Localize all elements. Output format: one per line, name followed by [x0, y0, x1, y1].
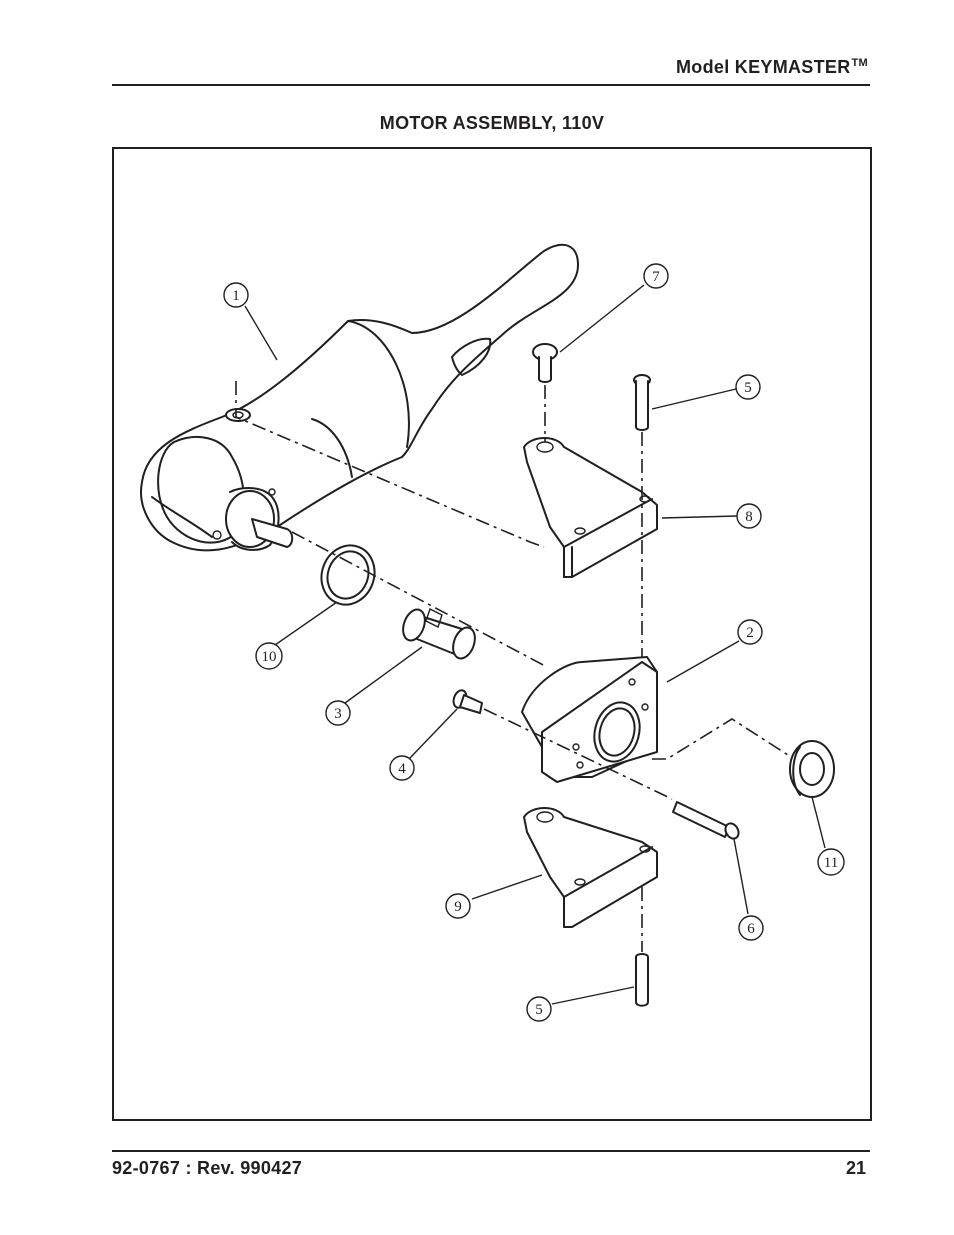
callout-3-label: 3: [334, 706, 342, 722]
screw-part-5-bottom: [635, 953, 649, 1007]
callout-2-label: 2: [746, 625, 754, 641]
callout-11: 11: [817, 848, 845, 876]
callout-8: 8: [736, 503, 762, 529]
callout-10: 10: [255, 642, 283, 670]
screw-part-6: [672, 801, 740, 840]
bearing-part-11: [789, 740, 835, 798]
screw-part-4: [452, 689, 483, 714]
callout-5-top: 5: [735, 374, 761, 400]
figure-title: MOTOR ASSEMBLY, 110V: [379, 113, 605, 133]
screw-part-5-top: [633, 374, 651, 431]
bracket-part-8: [523, 437, 658, 578]
callout-10-label: 10: [262, 649, 277, 665]
document-number: 92-0767 : Rev. 990427: [112, 1158, 303, 1178]
model-heading: Model KEYMASTERTM: [676, 57, 868, 78]
callout-4: 4: [389, 755, 415, 781]
callout-5-bottom-label: 5: [535, 1002, 543, 1018]
callout-11-label: 11: [824, 855, 838, 871]
callout-4-label: 4: [398, 761, 406, 777]
assembly-centerlines: [235, 381, 789, 952]
screw-part-7: [532, 343, 558, 383]
callout-7: 7: [643, 263, 669, 289]
figure-frame: [112, 147, 872, 1121]
header-rule: [112, 84, 870, 86]
callout-1: 1: [223, 282, 249, 308]
callout-6: 6: [738, 915, 764, 941]
model-label: Model KEYMASTER: [676, 57, 851, 77]
callout-7-label: 7: [652, 269, 660, 285]
exploded-parts-drawing: 1 7 5 8 2 10 3 4 11 6 9 5: [140, 243, 845, 1022]
motor-part-1: [140, 243, 579, 552]
callout-2: 2: [737, 619, 763, 645]
page-number: 21: [845, 1158, 866, 1178]
callout-5-bottom: 5: [526, 996, 552, 1022]
callout-8-label: 8: [745, 509, 753, 525]
callout-1-label: 1: [232, 288, 240, 304]
footer-rule: [112, 1150, 870, 1152]
callout-5-top-label: 5: [744, 380, 752, 396]
flange-part-2: [521, 656, 658, 783]
callout-9: 9: [445, 893, 471, 919]
trademark-mark: TM: [851, 57, 868, 69]
callout-leaders: [244, 284, 826, 1005]
o-ring-part-10: [320, 544, 376, 606]
callout-9-label: 9: [454, 899, 462, 915]
callout-6-label: 6: [747, 921, 755, 937]
bracket-part-9: [523, 807, 658, 928]
callout-3: 3: [325, 700, 351, 726]
coupler-part-3: [402, 608, 476, 660]
